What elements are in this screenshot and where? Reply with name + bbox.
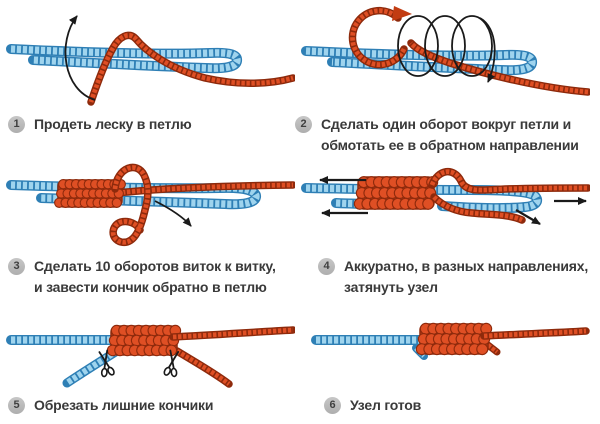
blue-line-loop [301, 46, 538, 76]
step-1-caption: 1 Продеть леску в петлю [8, 114, 192, 135]
wrap-direction-arrowhead-icon [392, 6, 412, 21]
step-6-number-badge: 6 [324, 397, 341, 414]
red-line-trimmed-stub [484, 341, 501, 356]
red-line-wrap-ring [348, 6, 408, 69]
step-3-number-badge: 3 [8, 258, 25, 275]
step-2-text-line-1: Сделать один оборот вокруг петли и [321, 116, 572, 132]
step-5-number-badge: 5 [8, 397, 25, 414]
step-6-caption: 6 Узел готов [324, 395, 421, 416]
step-3-illustration [6, 163, 295, 246]
step-3-text-line-1: Сделать 10 оборотов виток к витку, [34, 258, 276, 274]
knot-coil [353, 176, 439, 210]
up-arrow-icon [64, 15, 96, 101]
blue-line-loop [6, 44, 243, 74]
step-1-text-line-1: Продеть леску в петлю [34, 116, 192, 132]
step-3-caption: 3 Сделать 10 оборотов виток к витку, и з… [8, 256, 276, 298]
red-line-tail [173, 347, 233, 388]
red-line-standing [480, 327, 590, 340]
knot-coil [54, 179, 126, 208]
step-2-number-badge: 2 [295, 116, 312, 133]
red-line-standing [428, 168, 590, 194]
step-5-text-line-1: Обрезать лишние кончики [34, 397, 214, 413]
knot-coil [106, 324, 182, 357]
scissors-icon [163, 349, 180, 378]
step-5-illustration [6, 324, 295, 388]
step-4-caption: 4 Аккуратно, в разных направлениях, затя… [318, 256, 588, 298]
red-line-working-end [109, 163, 152, 246]
knot-coil [415, 322, 493, 356]
step-1-illustration [6, 15, 295, 106]
red-line-tail [430, 193, 526, 224]
step-2-text-line-2: обмотать ее в обратном направлении [321, 137, 579, 153]
step-4-text-line-1: Аккуратно, в разных направлениях, [344, 258, 589, 274]
step-6-illustration [311, 322, 590, 360]
step-4-number-badge: 4 [318, 258, 335, 275]
step-5-caption: 5 Обрезать лишние кончики [8, 395, 213, 416]
thread-back-arrow-icon [154, 200, 192, 227]
step-2-illustration [301, 6, 590, 96]
red-line-through-loop [87, 31, 295, 106]
step-6-text-line-1: Узел готов [350, 397, 422, 413]
spiral-wrap-arrow-icon [397, 15, 496, 83]
scissors-icon [98, 349, 115, 378]
pull-direction-arrow-icon [319, 176, 587, 225]
step-2-caption: 2 Сделать один оборот вокруг петли и обм… [295, 114, 579, 156]
red-line-standing [169, 326, 295, 341]
step-4-text-line-2: затянуть узел [344, 279, 438, 295]
red-line-standing [113, 181, 295, 197]
step-4-illustration [301, 168, 590, 225]
step-1-number-badge: 1 [8, 116, 25, 133]
step-3-text-line-2: и завести кончик обратно в петлю [34, 279, 267, 295]
